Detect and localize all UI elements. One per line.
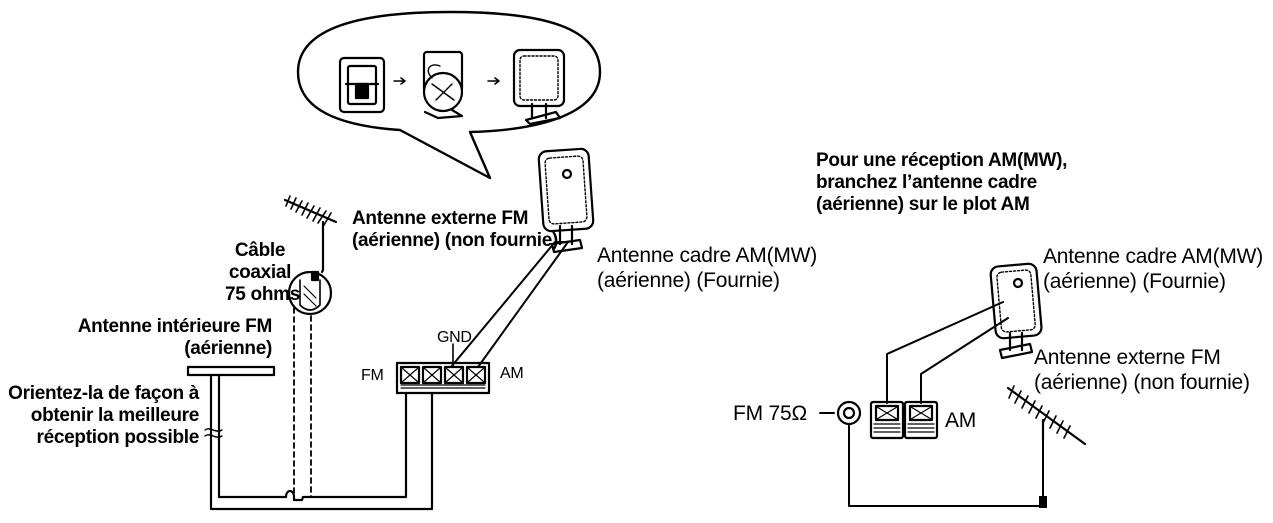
label-line: branchez l’antenne cadre [816,172,1037,193]
loop-rotating-icon [422,50,464,120]
label-line: réception possible [36,427,200,448]
loop-assembled-icon [512,48,566,126]
label-line: Antenne cadre AM(MW) [597,244,818,267]
fm-external-label-left: Antenne externe FM (aérienne) (non fourn… [352,208,558,252]
fm-external-antenna-left [283,195,338,272]
label-line: Antenne cadre AM(MW) [1043,245,1264,268]
loop-folded-icon [338,56,386,114]
fm-external-label-right: Antenne externe FM (aérienne) (non fourn… [1034,345,1250,395]
am-loop-label-left: Antenne cadre AM(MW) (aérienne) (Fournie… [597,243,817,293]
label-line: Antenne externe FM [1034,346,1221,369]
fm-wire-right [848,423,1044,507]
terminal-gnd-label: GND [437,329,472,346]
fm-indoor-label: Antenne intérieure FM (aérienne) [60,316,273,360]
arrow-1-icon [393,77,406,85]
label-line: (aérienne) (non fournie) [352,230,559,251]
label-line: obtenir la meilleure [30,405,200,426]
am-wire-right [886,301,1009,404]
coax-dashed-wires [293,307,312,498]
fm-coax-jack [819,400,862,426]
label-line: (aérienne) [184,338,272,359]
arrow-2-icon [487,77,500,85]
label-line: Antenne intérieure FM [77,316,273,337]
label-line: (aérienne) sur le plot AM [816,194,1030,215]
am-loop-label-right: Antenne cadre AM(MW) (aérienne) (Fournie… [1043,244,1263,294]
label-line: (aérienne) (non fournie) [1034,371,1250,394]
am-loop-antenna-right [989,262,1043,360]
am-wire-left [450,241,569,368]
label-line: 75 ohms [225,284,300,305]
terminal-fm-label-left: FM [361,367,384,384]
label-line: coaxial [228,262,292,283]
terminal-am-label-right: AM [945,409,977,432]
fm-indoor-antenna [186,365,434,511]
fm-external-antenna-right [1006,385,1087,446]
label-line: Pour une réception AM(MW), [816,150,1068,171]
coax-cable-connector [287,270,333,316]
terminal-am-label-left: AM [500,365,524,382]
coax-label: Câble coaxial 75 ohms [225,240,300,306]
label-line: Câble [234,240,286,261]
am-instruction-label: Pour une réception AM(MW), branchez l’an… [816,150,1067,216]
right-terminal-block [869,400,939,440]
am-loop-antenna-left [537,147,595,254]
label-line: (aérienne) (Fournie) [597,269,780,292]
assembly-bubble [296,10,602,180]
left-terminal-block [395,343,491,395]
terminal-fm-label-right: FM 75Ω [733,402,808,425]
label-line: (aérienne) (Fournie) [1043,270,1226,293]
label-line: Antenne externe FM [352,208,529,229]
orient-label: Orientez-la de façon à obtenir la meille… [4,383,199,449]
label-line: Orientez-la de façon à [8,383,199,404]
